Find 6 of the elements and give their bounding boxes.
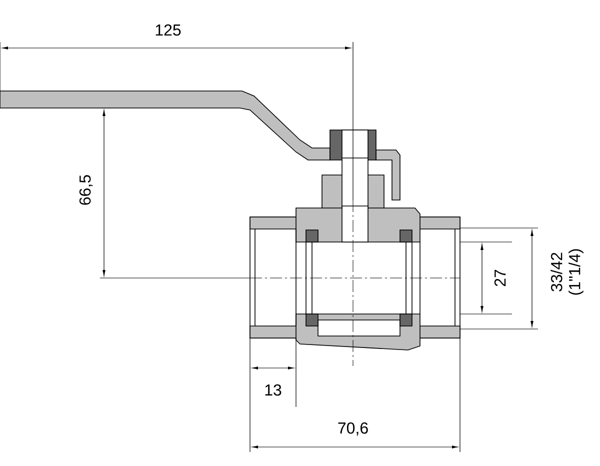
dimension-label: 66,5	[79, 175, 93, 205]
dimension-label: 70,6	[338, 422, 368, 436]
dimension-label: 125	[156, 24, 181, 36]
dimension-label: 13	[265, 384, 282, 396]
dimension-label: 27	[494, 270, 506, 286]
dimension-label: 33/42 (1"1/4)	[550, 249, 584, 295]
